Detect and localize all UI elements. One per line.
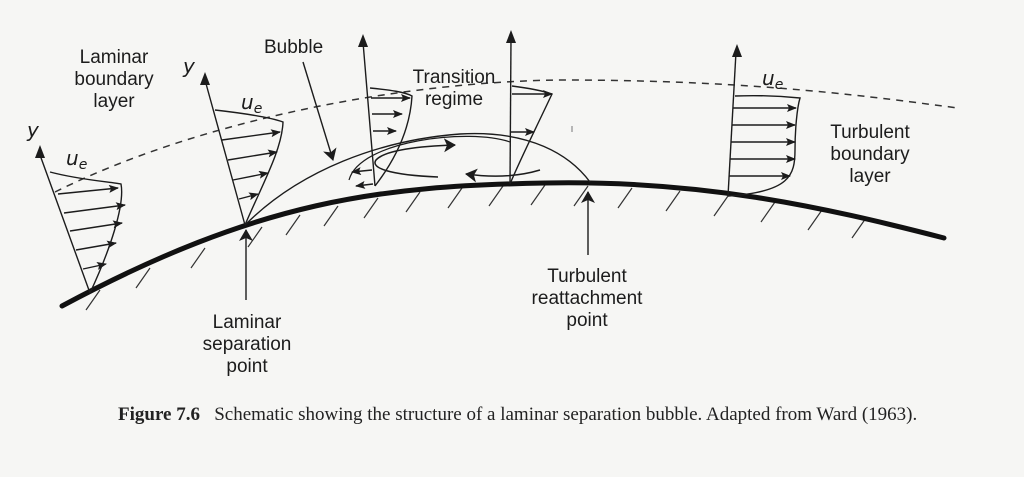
boundary-layer-edge bbox=[54, 79, 959, 193]
y-axis-arrowhead-5 bbox=[732, 44, 742, 57]
reattachment-point-label: Turbulent reattachment point bbox=[516, 266, 658, 332]
bubble-inner-streamline bbox=[348, 135, 511, 181]
turbulent-bl-line2: boundary bbox=[830, 144, 910, 165]
turbulent-bl-line3: layer bbox=[849, 166, 891, 187]
ue-symbol-2: ue bbox=[241, 90, 263, 117]
transition-line2: regime bbox=[424, 89, 484, 110]
separation-line3: point bbox=[226, 356, 268, 377]
wall-hatching bbox=[85, 184, 867, 311]
y-symbol-1: y bbox=[27, 118, 39, 142]
y-symbol-2: y bbox=[183, 54, 195, 78]
caption-text: Schematic showing the structure of a lam… bbox=[214, 404, 918, 425]
reattach-line1: Turbulent bbox=[547, 266, 627, 287]
laminar-profile-1 bbox=[39, 154, 126, 294]
bubble-outline bbox=[244, 132, 591, 226]
figure-caption: Figure 7.6 Schematic showing the structu… bbox=[118, 402, 978, 428]
laminar-bl-line2: boundary bbox=[74, 69, 154, 90]
reattach-line2: reattachment bbox=[531, 288, 643, 309]
ue-symbol-1: ue bbox=[66, 146, 88, 173]
transition-profile-1 bbox=[351, 41, 413, 189]
bubble-pointer bbox=[302, 61, 337, 161]
wall-surface bbox=[59, 180, 947, 309]
ue-symbol-3: ue bbox=[762, 66, 784, 93]
separation-line1: Laminar bbox=[212, 312, 282, 333]
turbulent-bl-line1: Turbulent bbox=[830, 122, 910, 143]
y-axis-arrowhead-2 bbox=[200, 72, 210, 85]
separation-point-label: Laminar separation point bbox=[188, 312, 306, 378]
separation-line2: separation bbox=[202, 334, 292, 355]
laminar-profile-2 bbox=[204, 79, 284, 226]
y-axis-arrowhead-1 bbox=[35, 145, 45, 158]
transition-regime-label: Transition regime bbox=[398, 67, 510, 111]
bubble-label: Bubble bbox=[264, 37, 324, 58]
transition-line1: Transition bbox=[412, 67, 496, 88]
laminar-bl-line3: layer bbox=[93, 91, 135, 112]
figure-number: Figure 7.6 bbox=[118, 404, 200, 425]
y-axis-arrowhead-4 bbox=[506, 30, 516, 43]
reattach-line3: point bbox=[566, 310, 608, 331]
y-axis-arrowhead-3 bbox=[358, 34, 368, 47]
transition-profile-2 bbox=[509, 37, 553, 185]
turbulent-boundary-layer-label: Turbulent boundary layer bbox=[818, 122, 922, 188]
turbulent-profile bbox=[727, 51, 801, 197]
laminar-boundary-layer-label: Laminar boundary layer bbox=[62, 47, 166, 113]
recirculation-arrows bbox=[374, 138, 541, 183]
laminar-bl-line1: Laminar bbox=[79, 47, 149, 68]
